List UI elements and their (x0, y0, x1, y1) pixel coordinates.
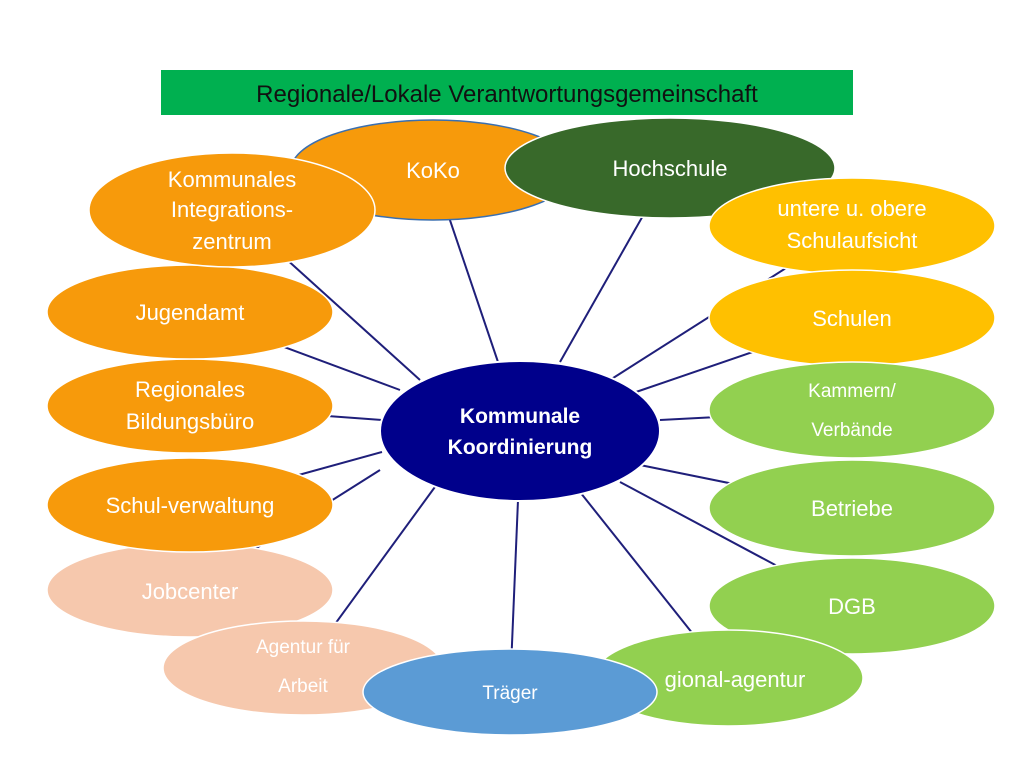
node-traeger: Träger (362, 648, 658, 736)
node-shape-schul-verwaltung (46, 457, 334, 553)
node-label-schulaufsicht-line-2: Schulaufsicht (787, 228, 918, 253)
node-kammern-verbaende: Kammern/Verbände (708, 361, 996, 459)
node-label-kammern-verbaende-line-1: Kammern/ (808, 381, 896, 402)
node-shape-betriebe (708, 459, 996, 557)
node-label-betriebe-line-1: Betriebe (811, 496, 893, 521)
node-betriebe: Betriebe (708, 459, 996, 557)
node-label-kommunales-integrationszentrum-line-1: Kommunales (168, 167, 296, 192)
node-label-jugendamt-line-1: Jugendamt (136, 300, 245, 325)
diagram-title: Regionale/Lokale Verantwortungsgemeinsch… (256, 81, 758, 108)
node-shape-kammern-verbaende (708, 361, 996, 459)
node-label-agentur-fuer-arbeit-line-1: Agentur für (256, 637, 351, 658)
title-bar (161, 70, 853, 115)
node-schulen: Schulen (708, 269, 996, 367)
node-schul-verwaltung: Schul-verwaltung (46, 457, 334, 553)
node-label-schulaufsicht-line-1: untere u. obere (777, 196, 926, 221)
node-label-regionales-bildungsbuero-line-1: Regionales (135, 377, 245, 402)
node-regional-agentur: gional-agentur (592, 629, 864, 727)
node-label-regionales-bildungsbuero-line-2: Bildungsbüro (126, 409, 254, 434)
node-shape-dgb (708, 557, 996, 655)
node-label-kommunales-integrationszentrum-line-3: zentrum (192, 229, 271, 254)
node-label-hochschule-line-1: Hochschule (613, 156, 728, 181)
center-label-line-1: Kommunale (460, 405, 580, 428)
center-label-line-2: Koordinierung (448, 436, 593, 459)
node-shape-regionales-bildungsbuero (46, 358, 334, 454)
node-dgb: DGB (708, 557, 996, 655)
node-label-koko-line-1: KoKo (406, 158, 460, 183)
node-jugendamt: Jugendamt (46, 264, 334, 360)
node-label-jobcenter-line-1: Jobcenter (142, 579, 239, 604)
node-label-dgb-line-1: DGB (828, 594, 876, 619)
node-label-agentur-fuer-arbeit-line-2: Arbeit (278, 676, 328, 697)
node-label-kammern-verbaende-line-2: Verbände (811, 420, 892, 441)
center-node: Kommunale Koordinierung (379, 360, 661, 502)
node-label-schulen-line-1: Schulen (812, 306, 892, 331)
node-shape-schulaufsicht (708, 177, 996, 275)
node-label-traeger-line-1: Träger (482, 683, 538, 704)
node-shape-kommunales-integrationszentrum (88, 152, 376, 268)
node-jobcenter: Jobcenter (46, 542, 334, 638)
node-label-schul-verwaltung-line-1: Schul-verwaltung (106, 493, 275, 518)
node-shape-traeger (362, 648, 658, 736)
node-label-regional-agentur-line-1: gional-agentur (665, 667, 806, 692)
node-label-kommunales-integrationszentrum-line-2: Integrations- (171, 197, 293, 222)
